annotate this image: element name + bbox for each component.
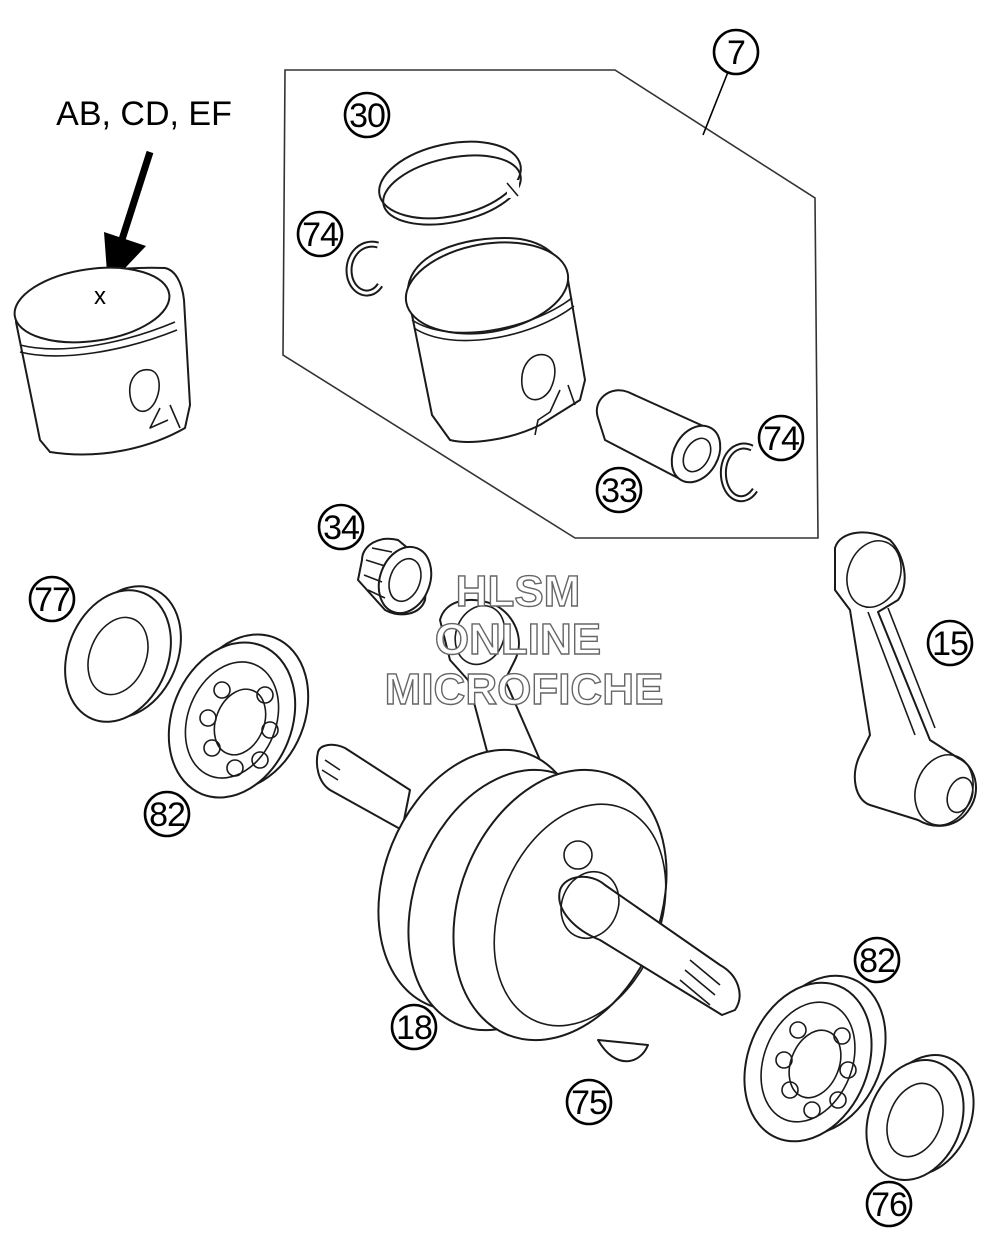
- callout-label: 74: [302, 216, 338, 254]
- crankshaft-illustration: [315, 599, 741, 1042]
- callout-label: 18: [396, 1009, 432, 1047]
- woodruff-key-illustration: [597, 1039, 649, 1063]
- marking-label: AB, CD, EF: [56, 95, 232, 133]
- callout-label: 7: [727, 34, 745, 72]
- watermark: HLSM ONLINE MICROFICHE: [384, 566, 664, 714]
- piston-illustration: [404, 237, 586, 443]
- callout-76: 76: [865, 1180, 913, 1228]
- marking-symbol: x: [94, 283, 106, 310]
- callout-label: 76: [871, 1186, 907, 1224]
- callout-82-right: 82: [853, 936, 901, 984]
- callout-82-left: 82: [143, 790, 191, 838]
- piston-pin-illustration: [595, 389, 722, 484]
- callout-leader-7: [702, 71, 729, 136]
- watermark-line3: MICROFICHE: [385, 665, 664, 714]
- callout-label: 82: [149, 796, 185, 834]
- callout-77: 77: [28, 575, 76, 623]
- piston-ring-illustration: [378, 140, 522, 226]
- piston-marking-group: AB, CD, EF x: [13, 95, 232, 456]
- watermark-line2: ONLINE: [435, 615, 601, 664]
- piston-kit-frame: [282, 69, 819, 539]
- callout-label: 33: [601, 472, 637, 510]
- oil-seal-illustration: [64, 585, 182, 723]
- callout-74-right: 74: [757, 414, 805, 462]
- callout-label: 82: [859, 942, 895, 980]
- ball-bearing-illustration: [167, 633, 310, 799]
- needle-bearing-illustration: [357, 537, 433, 616]
- connecting-rod-illustration: [834, 531, 977, 827]
- callout-15: 15: [926, 619, 974, 667]
- callout-label: 77: [34, 581, 70, 619]
- callout-18: 18: [390, 1003, 438, 1051]
- callout-74-left: 74: [296, 210, 344, 258]
- callout-label: 74: [763, 420, 799, 458]
- piston-marked-illustration: [13, 266, 191, 456]
- ball-bearing-right-illustration: [743, 974, 887, 1143]
- callout-label: 30: [349, 97, 385, 135]
- callout-34: 34: [317, 503, 365, 551]
- oil-seal-right-illustration: [865, 1053, 975, 1182]
- callout-33: 33: [595, 466, 643, 514]
- watermark-line1: HLSM: [456, 567, 581, 616]
- callout-30: 30: [343, 91, 391, 139]
- callout-7: 7: [712, 28, 760, 76]
- piston-kit-group: [282, 69, 819, 539]
- callout-75: 75: [565, 1078, 613, 1126]
- callout-label: 15: [932, 625, 968, 663]
- marking-arrow-icon: [104, 150, 154, 286]
- callout-label: 75: [571, 1084, 607, 1122]
- callout-label: 34: [323, 509, 359, 547]
